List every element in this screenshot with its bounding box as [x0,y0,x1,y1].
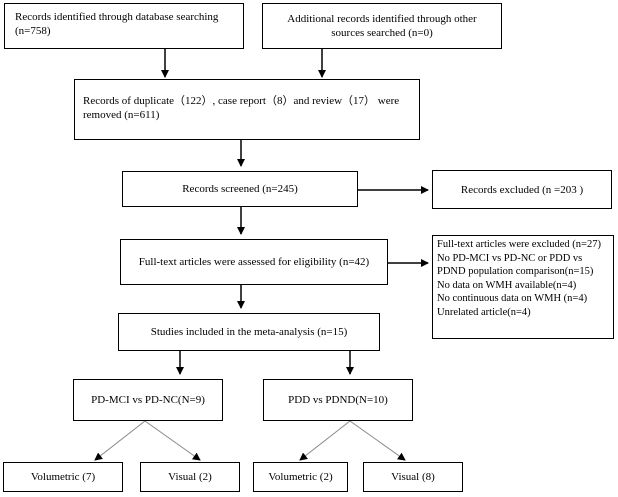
fulltext-assessed-box: Full-text articles were assessed for eli… [120,239,388,285]
removed-records-box: Records of duplicate（122）, case report（8… [74,79,420,140]
pdmci-visual-text: Visual (2) [168,471,212,483]
fulltext-assessed-text: Full-text articles were assessed for eli… [138,256,370,268]
screened-records-text: Records screened (n=245) [182,183,298,195]
group-pdd-text: PDD vs PDND(N=10) [288,394,388,406]
pdmci-visual-box: Visual (2) [140,462,240,492]
excluded-reason-no-continuous-data: No continuous data on WMH (n=4) [437,293,588,304]
pdd-volumetric-text: Volumetric (2) [268,471,333,483]
group-pdmci-text: PD-MCI vs PD-NC(N=9) [91,394,205,406]
other-sources-text: Additional records identified through ot… [287,13,477,39]
arrow-group1-to-volumetric [94,420,146,461]
pdmci-volumetric-text: Volumetric (7) [30,471,96,483]
removed-records-text: Records of duplicate（122）, case report（8… [83,95,400,121]
group-pdmci-box: PD-MCI vs PD-NC(N=9) [73,379,223,421]
fulltext-excluded-box: Full-text articles were excluded (n=27) … [432,235,614,339]
fulltext-excluded-heading: Full-text articles were excluded (n=27) [437,239,601,250]
excluded-reason-unrelated: Unrelated article(n=4) [437,306,531,318]
excluded-records-box: Records excluded (n =203 ) [432,170,612,209]
pdd-visual-text: Visual (8) [391,471,435,483]
arrow-group1-to-visual [144,420,201,461]
pdmci-volumetric-box: Volumetric (7) [3,462,123,492]
screened-records-box: Records screened (n=245) [122,171,358,207]
excluded-reason-population: No PD-MCI vs PD-NC or PDD vs PDND popula… [437,252,594,278]
database-records-box: Records identified through database sear… [4,3,244,49]
pdd-volumetric-box: Volumetric (2) [253,462,348,492]
studies-included-text: Studies included in the meta-analysis (n… [150,326,348,338]
other-sources-box: Additional records identified through ot… [262,3,502,49]
group-pdd-box: PDD vs PDND(N=10) [263,379,413,421]
arrow-group2-to-visual [349,420,406,461]
arrow-group2-to-volumetric [299,420,351,461]
pdd-visual-box: Visual (8) [363,462,463,492]
excluded-reason-no-wmh-data: No data on WMH available(n=4) [437,279,577,291]
database-records-text: Records identified through database sear… [15,11,219,37]
excluded-records-text: Records excluded (n =203 ) [460,183,584,196]
studies-included-box: Studies included in the meta-analysis (n… [118,313,380,351]
